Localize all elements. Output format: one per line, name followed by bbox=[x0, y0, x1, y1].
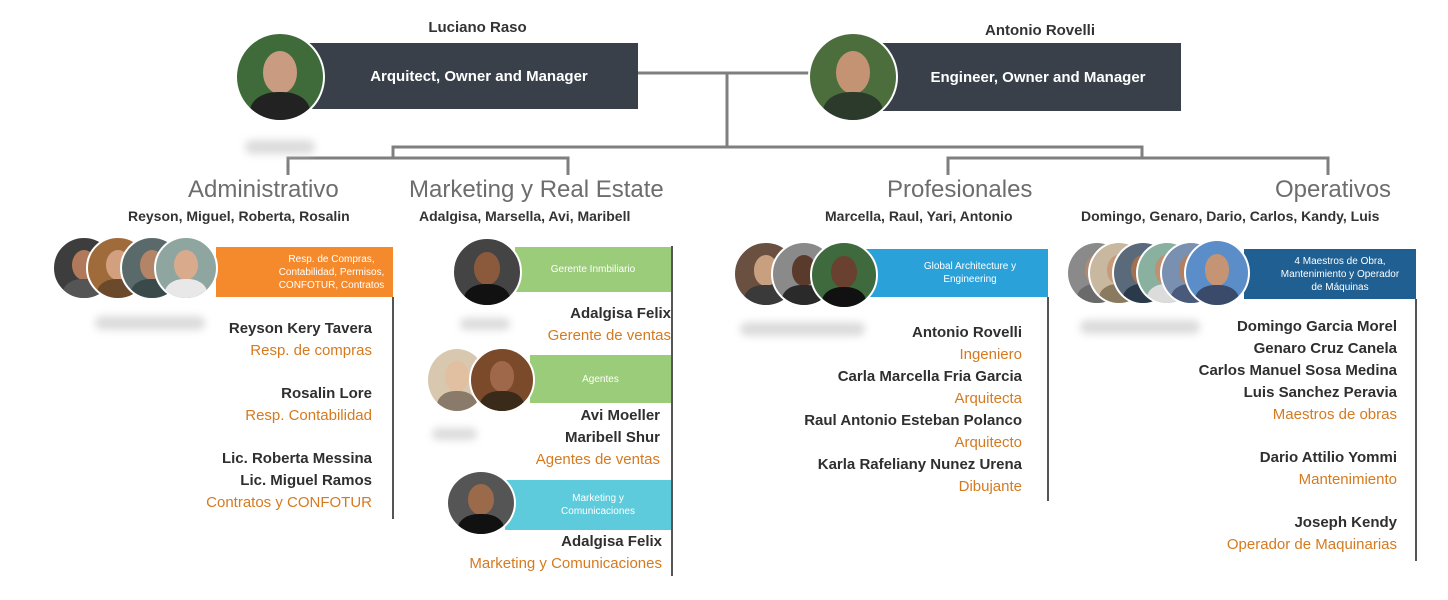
dept-title-profesionales: Profesionales bbox=[887, 176, 1033, 203]
people-comunicaciones: Adalgisa Felix Marketing y Comunicacione… bbox=[469, 531, 662, 575]
divider-administrativo bbox=[392, 297, 394, 519]
divider-operativos bbox=[1415, 299, 1417, 561]
person-role: Gerente de ventas bbox=[547, 327, 671, 344]
divider-profesionales bbox=[1047, 297, 1049, 501]
person-role: Arquitecto bbox=[954, 434, 1022, 451]
dept-members-operativos: Domingo, Genaro, Dario, Carlos, Kandy, L… bbox=[1081, 208, 1380, 224]
blurred-caption bbox=[1080, 320, 1200, 334]
owner-title-luciano: Arquitect, Owner and Manager bbox=[370, 67, 588, 85]
person-role: Contratos y CONFOTUR bbox=[206, 494, 372, 511]
avatar-marketing-gerente bbox=[452, 237, 522, 307]
people-profesionales: Antonio Rovelli Ingeniero Carla Marcella… bbox=[804, 322, 1022, 498]
person-name: Carlos Manuel Sosa Medina bbox=[1198, 362, 1397, 379]
person-name: Lic. Roberta Messina bbox=[221, 450, 372, 467]
owner-title-antonio: Engineer, Owner and Manager bbox=[930, 68, 1146, 86]
dept-members-administrativo: Reyson, Miguel, Roberta, Rosalin bbox=[128, 208, 350, 224]
blurred-caption bbox=[740, 322, 865, 336]
person-name: Maribell Shur bbox=[564, 429, 660, 446]
blurred-caption bbox=[460, 318, 510, 330]
owner-title-box-antonio: Engineer, Owner and Manager bbox=[855, 43, 1181, 111]
banner-profesionales: Global Architecture y Engineering bbox=[862, 249, 1048, 297]
avatar-admin-1 bbox=[52, 236, 116, 300]
person-name: Domingo Garcia Morel bbox=[1236, 318, 1397, 335]
dept-title-marketing: Marketing y Real Estate bbox=[409, 176, 664, 203]
dept-title-operativos: Operativos bbox=[1275, 176, 1392, 203]
person-role: Dibujante bbox=[958, 478, 1022, 495]
owner-name-luciano: Luciano Raso bbox=[428, 19, 527, 36]
person-name: Lic. Miguel Ramos bbox=[240, 472, 372, 489]
person-name: Adalgisa Felix bbox=[561, 533, 662, 550]
people-operativos: Domingo Garcia Morel Genaro Cruz Canela … bbox=[1199, 316, 1397, 556]
blurred-caption bbox=[432, 428, 477, 440]
person-name: Genaro Cruz Canela bbox=[1253, 340, 1397, 357]
person-name: Luis Sanchez Peravia bbox=[1243, 384, 1397, 401]
person-role: Arquitecta bbox=[954, 390, 1022, 407]
person-role: Agentes de ventas bbox=[535, 451, 660, 468]
avatar-marketing-comunicaciones bbox=[446, 470, 516, 536]
owner-name-antonio: Antonio Rovelli bbox=[985, 22, 1095, 39]
avatar-luciano bbox=[235, 32, 325, 122]
person-role: Maestros de obras bbox=[1272, 406, 1397, 423]
banner-administrativo: Resp. de Compras, Contabilidad, Permisos… bbox=[216, 247, 393, 297]
blurred-caption bbox=[95, 316, 205, 330]
person-name: Antonio Rovelli bbox=[912, 324, 1022, 341]
blurred-caption bbox=[245, 140, 315, 154]
avatar-admin-4 bbox=[154, 236, 218, 300]
dept-title-administrativo: Administrativo bbox=[188, 176, 339, 203]
person-name: Avi Moeller bbox=[580, 407, 660, 424]
dept-members-profesionales: Marcella, Raul, Yari, Antonio bbox=[825, 208, 1013, 224]
avatar-prof-3 bbox=[810, 241, 878, 309]
person-role: Ingeniero bbox=[959, 346, 1022, 363]
person-name: Joseph Kendy bbox=[1294, 514, 1397, 531]
dept-members-marketing: Adalgisa, Marsella, Avi, Maribell bbox=[419, 208, 631, 224]
person-name: Karla Rafeliany Nunez Urena bbox=[817, 456, 1022, 473]
person-name: Raul Antonio Esteban Polanco bbox=[804, 412, 1022, 429]
banner-marketing-comunicaciones: Marketing y Comunicaciones bbox=[505, 480, 671, 530]
owner-title-box-luciano: Arquitect, Owner and Manager bbox=[280, 43, 638, 109]
banner-agentes: Agentes bbox=[530, 355, 671, 403]
person-name: Rosalin Lore bbox=[281, 385, 372, 402]
person-role: Marketing y Comunicaciones bbox=[469, 555, 662, 572]
person-role: Mantenimiento bbox=[1298, 471, 1397, 488]
person-name: Reyson Kery Tavera bbox=[228, 320, 372, 337]
person-name: Dario Attilio Yommi bbox=[1259, 449, 1397, 466]
person-role: Operador de Maquinarias bbox=[1226, 536, 1397, 553]
people-agentes: Avi Moeller Maribell Shur Agentes de ven… bbox=[536, 405, 660, 471]
people-administrativo: Reyson Kery Tavera Resp. de compras Rosa… bbox=[206, 318, 372, 514]
people-gerente: Adalgisa Felix Gerente de ventas bbox=[548, 303, 671, 347]
divider-marketing bbox=[671, 246, 673, 576]
person-role: Resp. de compras bbox=[250, 342, 372, 359]
avatar-antonio bbox=[808, 32, 898, 122]
person-role: Resp. Contabilidad bbox=[245, 407, 372, 424]
person-name: Adalgisa Felix bbox=[570, 305, 671, 322]
banner-gerente-inmobiliario: Gerente Inmbiliario bbox=[515, 247, 671, 292]
avatar-oper-6 bbox=[1184, 239, 1250, 307]
person-name: Carla Marcella Fria Garcia bbox=[837, 368, 1022, 385]
banner-operativos: 4 Maestros de Obra, Mantenimiento y Oper… bbox=[1244, 249, 1416, 299]
avatar-marketing-agente-2 bbox=[469, 347, 535, 413]
